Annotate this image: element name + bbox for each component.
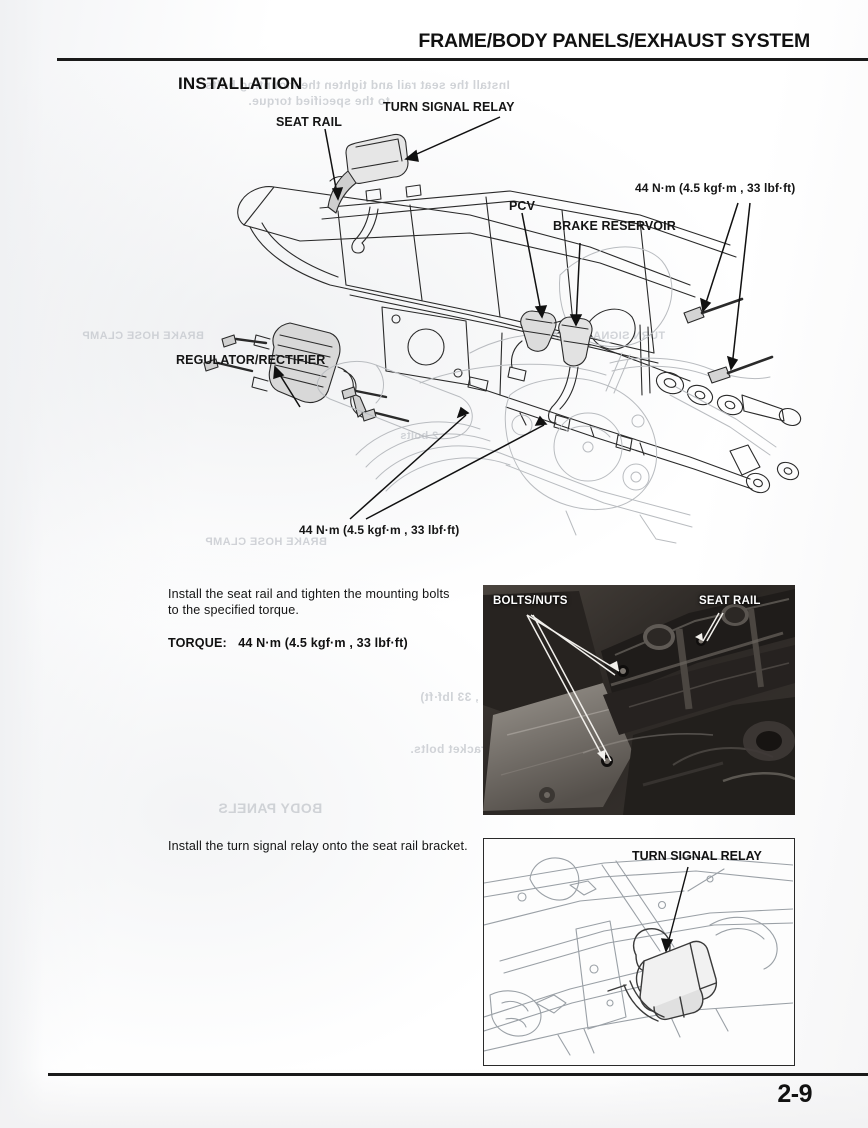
torque-label: TORQUE: [168,636,227,650]
exploded-view-drawing [203,133,802,544]
page-number: 2-9 [777,1080,812,1108]
step-seat-rail-instruction: Install the seat rail and tighten the mo… [168,586,478,618]
figure-turn-signal-relay: TURN SIGNAL RELAY [483,838,795,1066]
scan-edge-bottom [0,1068,868,1128]
page-header-title: FRAME/BODY PANELS/EXHAUST SYSTEM [418,30,810,52]
callout-torque-bottom-left: 44 N·m (4.5 kgf·m , 33 lbf·ft) [299,523,460,537]
callout-regulator-rectifier: REGULATOR/RECTIFIER [176,353,326,367]
callout-pcv: PCV [509,199,536,213]
photo-seat-rail-bolts: BOLTS/NUTS SEAT RAIL [483,585,795,815]
step-seat-rail-torque: TORQUE: 44 N·m (4.5 kgf·m , 33 lbf·ft) [168,636,408,650]
step-relay-instruction: Install the turn signal relay onto the s… [168,839,468,853]
photo-label-bolts-nuts: BOLTS/NUTS [493,595,568,607]
callout-seat-rail: SEAT RAIL [276,115,342,129]
callout-turn-signal-relay: TURN SIGNAL RELAY [383,100,515,114]
torque-value: 44 N·m (4.5 kgf·m , 33 lbf·ft) [238,636,408,650]
page-title: INSTALLATION [178,74,303,93]
instruction-line-1: Install the seat rail and tighten the mo… [168,587,450,601]
footer-rule [48,1073,868,1076]
exploded-view-figure [170,95,850,555]
photo-label-seat-rail: SEAT RAIL [699,595,761,607]
relay-drawing [484,856,793,1056]
header-rule [57,58,868,61]
instruction-line-2: to the specified torque. [168,603,300,617]
figure-label-turn-signal-relay: TURN SIGNAL RELAY [632,849,762,863]
photo-content [483,585,795,815]
show-through-text: BODY PANELS [218,800,323,816]
callout-torque-top-right: 44 N·m (4.5 kgf·m , 33 lbf·ft) [635,181,796,195]
callout-brake-reservoir: BRAKE RESERVOIR [553,219,676,233]
scan-edge-left [0,0,44,1128]
